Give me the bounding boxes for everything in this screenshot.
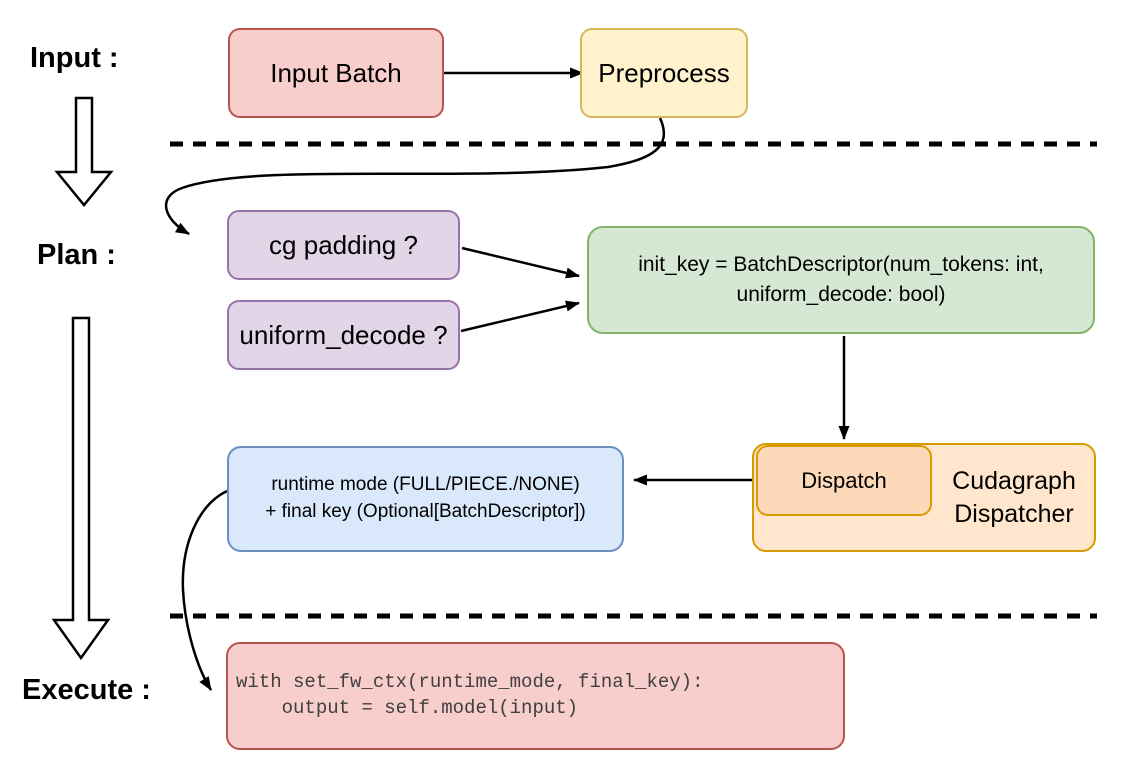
input-to-plan-hollow-arrow-icon bbox=[54, 96, 114, 207]
node-uniform-decode: uniform_decode ? bbox=[227, 300, 460, 370]
node-dispatch: Dispatch bbox=[756, 445, 932, 516]
node-runtime-mode: runtime mode (FULL/PIECE./NONE) + final … bbox=[227, 446, 624, 552]
runtime-mode-line2: + final key (Optional[BatchDescriptor]) bbox=[265, 501, 586, 522]
arrow-uniform-decode-to-init-key bbox=[460, 300, 580, 333]
execute-code-line1: with set_fw_ctx(runtime_mode, final_key)… bbox=[236, 671, 704, 694]
runtime-mode-line1: runtime mode (FULL/PIECE./NONE) bbox=[271, 474, 580, 496]
phase-label-execute: Execute : bbox=[22, 674, 151, 706]
arrow-preprocess-to-cg-padding bbox=[164, 117, 666, 236]
cudagraph-dispatcher-label: Cudagraph Dispatcher bbox=[932, 443, 1096, 552]
init-key-line2: uniform_decode: bool) bbox=[736, 283, 946, 306]
node-execute-code: with set_fw_ctx(runtime_mode, final_key)… bbox=[226, 642, 845, 750]
arrow-runtime-mode-to-execute-code bbox=[181, 489, 228, 691]
cudagraph-label-line1: Cudagraph bbox=[952, 467, 1076, 495]
node-cg-padding: cg padding ? bbox=[227, 210, 460, 280]
execute-code-line2: output = self.model(input) bbox=[236, 697, 579, 719]
node-input-batch: Input Batch bbox=[228, 28, 444, 118]
node-init-key: init_key = BatchDescriptor(num_tokens: i… bbox=[587, 226, 1095, 334]
cudagraph-label-line2: Dispatcher bbox=[954, 499, 1074, 528]
init-key-line1: init_key = BatchDescriptor(num_tokens: i… bbox=[638, 253, 1044, 277]
node-preprocess: Preprocess bbox=[580, 28, 748, 118]
phase-label-input: Input : bbox=[30, 42, 119, 74]
plan-to-execute-hollow-arrow-icon bbox=[51, 316, 111, 661]
arrow-cg-padding-to-init-key bbox=[461, 246, 580, 279]
phase-label-plan: Plan : bbox=[37, 239, 116, 271]
